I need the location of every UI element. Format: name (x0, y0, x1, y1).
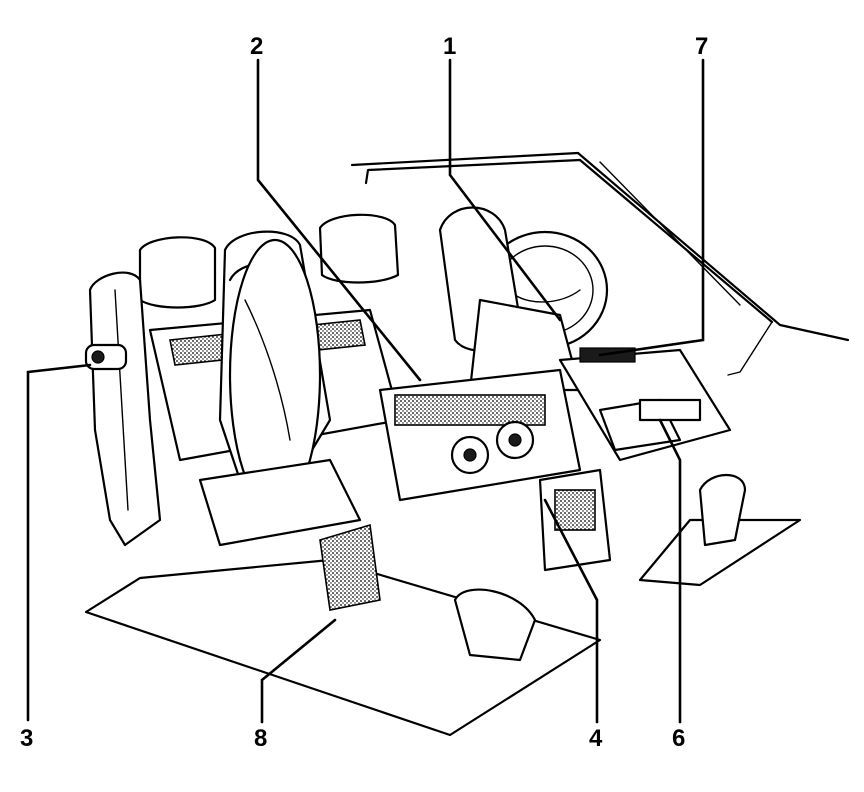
leader-3 (26, 363, 92, 722)
windshield-outline (350, 151, 850, 376)
seat-cushion-front (198, 458, 381, 611)
leader-6 (658, 418, 682, 724)
callout-2: 2 (250, 33, 263, 60)
callout-6: 6 (672, 725, 685, 752)
front-passenger-seat (218, 230, 332, 512)
leader-7 (598, 58, 705, 357)
callout-4: 4 (589, 725, 603, 752)
callout-3: 3 (20, 725, 33, 752)
pedal (453, 474, 747, 662)
leader-4 (543, 498, 599, 724)
callout-8: 8 (254, 725, 267, 752)
leader-lines (26, 58, 705, 724)
center-console (378, 368, 612, 572)
callouts: 1 2 3 4 6 7 8 (20, 33, 708, 752)
callout-7: 7 (695, 33, 708, 60)
callout-1: 1 (443, 33, 456, 60)
rear-headrest-left (138, 236, 217, 309)
instrument-panel (558, 347, 732, 462)
leader-2 (256, 58, 422, 382)
floor-plate (84, 518, 802, 737)
rear-headrest-right (318, 213, 400, 284)
leader-1 (448, 58, 562, 322)
leader-8 (260, 618, 337, 724)
door-trim-left (84, 271, 162, 547)
